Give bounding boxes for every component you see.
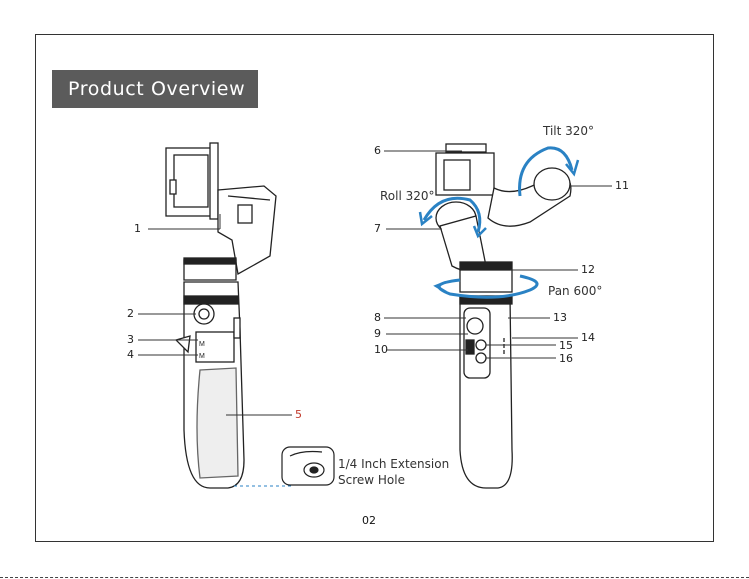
screw-hole-line2: Screw Hole [338, 472, 449, 488]
callout-4: 4 [127, 349, 134, 361]
left-gimbal: M M [166, 143, 276, 488]
callout-6: 6 [374, 145, 381, 157]
callout-5: 5 [295, 409, 302, 421]
callout-15: 15 [559, 340, 573, 352]
callout-9: 9 [374, 328, 381, 340]
callout-13: 13 [553, 312, 567, 324]
screw-hole-caption: 1/4 Inch Extension Screw Hole [338, 456, 449, 488]
screw-hole-inset [282, 447, 334, 485]
callout-16: 16 [559, 353, 573, 365]
right-gimbal [436, 144, 571, 488]
callout-1: 1 [134, 223, 141, 235]
callout-11: 11 [615, 180, 629, 192]
svg-text:M: M [199, 341, 205, 348]
callout-7: 7 [374, 223, 381, 235]
callout-3: 3 [127, 334, 134, 346]
callout-12: 12 [581, 264, 595, 276]
callout-8: 8 [374, 312, 381, 324]
page-number: 02 [362, 514, 376, 527]
bottom-divider [0, 577, 749, 578]
pan-label: Pan 600° [548, 284, 602, 298]
callout-2: 2 [127, 308, 134, 320]
svg-text:M: M [199, 353, 205, 360]
callout-14: 14 [581, 332, 595, 344]
screw-hole-line1: 1/4 Inch Extension [338, 456, 449, 472]
tilt-label: Tilt 320° [543, 124, 594, 138]
roll-label: Roll 320° [380, 189, 435, 203]
callout-10: 10 [374, 344, 388, 356]
